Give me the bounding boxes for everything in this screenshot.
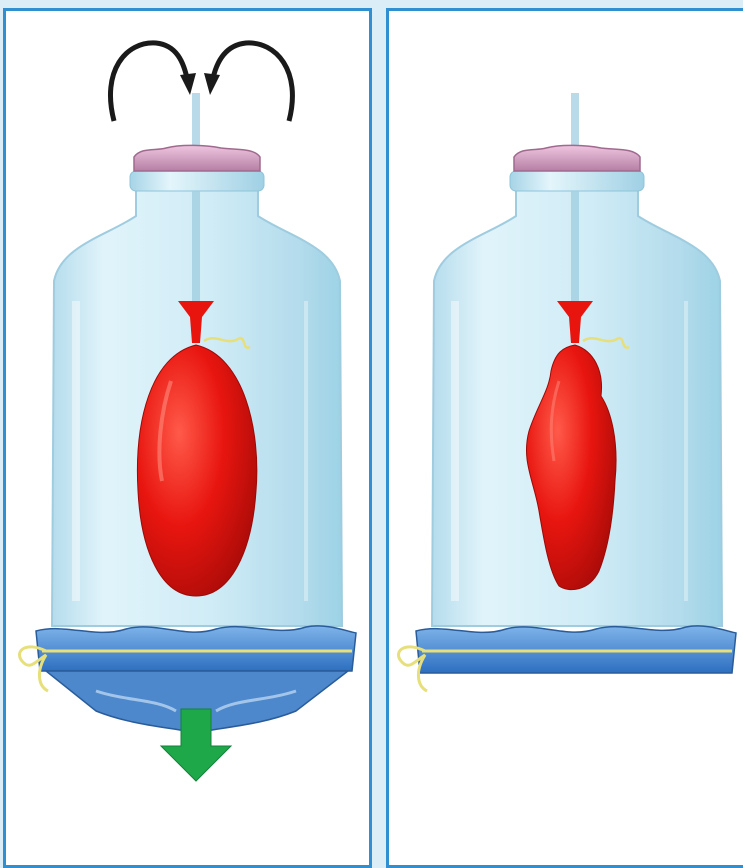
rubber-stopper: [134, 145, 260, 171]
bell-jar-inhale-diagram: [6, 11, 369, 863]
bell-jar-exhale-diagram: [389, 11, 743, 863]
panel-exhale: [386, 8, 743, 868]
rubber-stopper: [514, 145, 640, 171]
balloon-inflated: [137, 345, 256, 596]
jar-neck-rim: [510, 171, 644, 191]
air-in-arrow-left: [110, 43, 196, 121]
jar-neck-rim: [130, 171, 264, 191]
air-in-arrow-right: [204, 43, 292, 121]
diaphragm-rim: [416, 626, 736, 673]
diaphragm-rim: [36, 626, 356, 671]
panel-inhale: [3, 8, 372, 868]
